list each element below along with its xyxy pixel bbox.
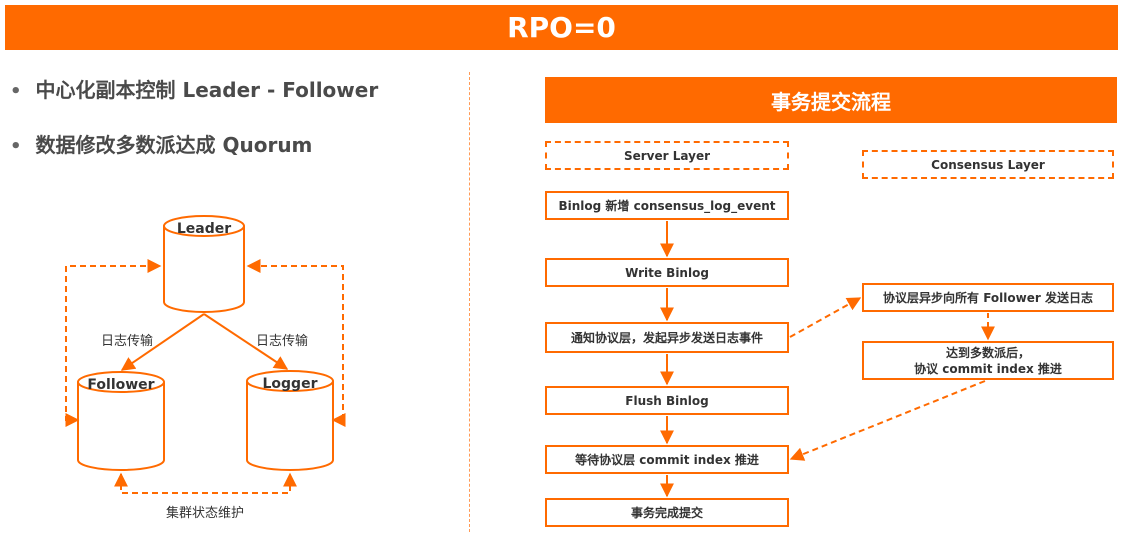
cluster-diagram: Leader Follower Logger 日志传输 日志传输 集群状态维护 [65,215,346,521]
flow-header: 事务提交流程 [545,77,1117,123]
state-maintain-label: 集群状态维护 [166,505,244,521]
server-layer-box: Server Layer [545,141,789,170]
commit-index-arrow [789,380,986,461]
bullet-text: 数据修改多数派达成 Quorum [35,133,313,157]
flow-step-box: 等待协议层 commit index 推进 [545,445,789,474]
leader-label: Leader [177,221,231,237]
flow-step-box: Write Binlog [545,258,789,287]
consensus-layer-box: Consensus Layer [862,150,1114,179]
consensus-send-box: 协议层异步向所有 Follower 发送日志 [862,283,1114,312]
log-transfer-label-right: 日志传输 [256,333,308,349]
page-title: RPO=0 [5,5,1118,50]
leader-db-icon [163,215,245,313]
flow-step-box: Flush Binlog [545,386,789,415]
bullet-item: • 中心化副本控制 Leader - Follower [10,74,378,103]
logger-label: Logger [263,376,318,392]
bullet-dot-icon: • [10,136,22,157]
flow-step-box: 通知协议层，发起异步发送日志事件 [545,322,789,353]
bullet-dot-icon: • [10,81,22,102]
log-transfer-label-left: 日志传输 [101,333,153,349]
consensus-commit-line-2: 协议 commit index 推进 [914,361,1062,376]
bullet-text: 中心化副本控制 Leader - Follower [35,78,379,102]
consensus-commit-line-1: 达到多数派后， [945,345,1030,360]
section-divider [469,72,470,532]
follower-label: Follower [87,377,154,393]
consensus-commit-box: 达到多数派后， 协议 commit index 推进 [862,341,1114,380]
notify-consensus-arrow [789,297,862,338]
state-loop-left [65,259,162,427]
state-loop-right [246,259,346,427]
flow-step-box: 事务完成提交 [545,498,789,527]
flow-step-box: Binlog 新增 consensus_log_event [545,191,789,220]
bullet-item: • 数据修改多数派达成 Quorum [10,129,312,158]
state-loop-bottom [114,472,297,494]
